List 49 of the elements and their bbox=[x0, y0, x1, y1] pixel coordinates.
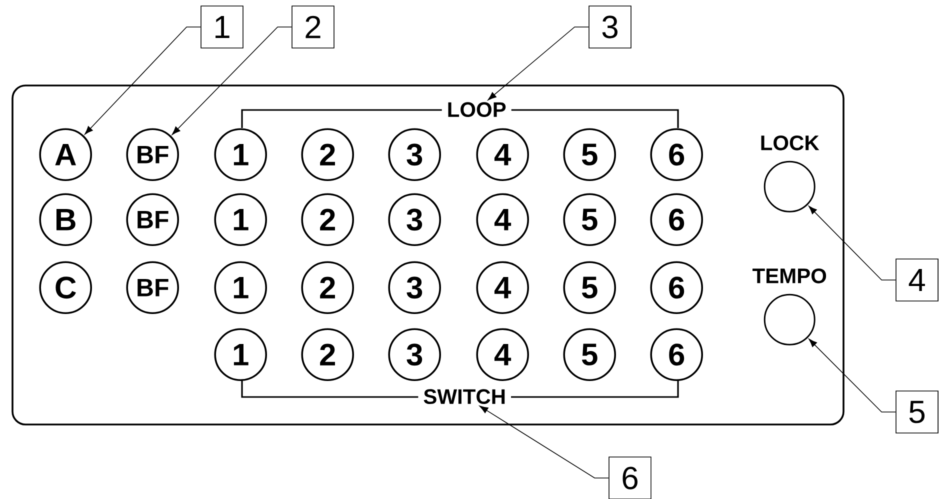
button: 3 bbox=[388, 261, 441, 314]
panel bbox=[12, 84, 844, 426]
leader-line bbox=[488, 26, 589, 100]
button: 5 bbox=[563, 261, 616, 314]
button: 5 bbox=[563, 328, 616, 381]
callout-number: 1 bbox=[200, 6, 244, 48]
callout-number: 3 bbox=[588, 6, 632, 48]
callout-number: 4 bbox=[896, 258, 938, 302]
knob: LOCK bbox=[761, 135, 820, 212]
button: 3 bbox=[388, 128, 441, 181]
node-label: TEMPO bbox=[752, 268, 826, 284]
button: 2 bbox=[301, 128, 354, 181]
button: BF bbox=[126, 128, 179, 181]
button: 5 bbox=[563, 128, 616, 181]
button: 4 bbox=[476, 193, 529, 246]
button: B bbox=[39, 193, 92, 246]
button: 1 bbox=[214, 328, 267, 381]
button: 6 bbox=[650, 328, 703, 381]
button: 4 bbox=[476, 328, 529, 381]
callout-number: 6 bbox=[608, 456, 652, 499]
leader-line bbox=[172, 26, 292, 135]
button: 1 bbox=[214, 261, 267, 314]
button: 6 bbox=[650, 193, 703, 246]
button: 4 bbox=[476, 261, 529, 314]
leader-line bbox=[84, 26, 201, 135]
button: C bbox=[39, 261, 92, 314]
leader-line bbox=[808, 206, 896, 280]
section-label: LOOP bbox=[442, 101, 512, 118]
button: 5 bbox=[563, 193, 616, 246]
button: 2 bbox=[301, 193, 354, 246]
button: 6 bbox=[650, 261, 703, 314]
button: 2 bbox=[301, 328, 354, 381]
leader-line bbox=[808, 338, 896, 412]
button: 2 bbox=[301, 261, 354, 314]
button: A bbox=[39, 128, 92, 181]
node-label: LOCK bbox=[761, 135, 820, 150]
button: BF bbox=[126, 261, 179, 314]
section-label: SWITCH bbox=[418, 388, 512, 406]
callout-number: 2 bbox=[292, 6, 334, 48]
button: 4 bbox=[476, 128, 529, 181]
callout-number: 5 bbox=[896, 390, 938, 434]
button: 6 bbox=[650, 128, 703, 181]
button: 3 bbox=[388, 328, 441, 381]
button: 3 bbox=[388, 193, 441, 246]
button: BF bbox=[126, 193, 179, 246]
button: 1 bbox=[214, 128, 267, 181]
knob: TEMPO bbox=[752, 268, 826, 346]
button: 1 bbox=[214, 193, 267, 246]
leader-line bbox=[479, 406, 609, 478]
